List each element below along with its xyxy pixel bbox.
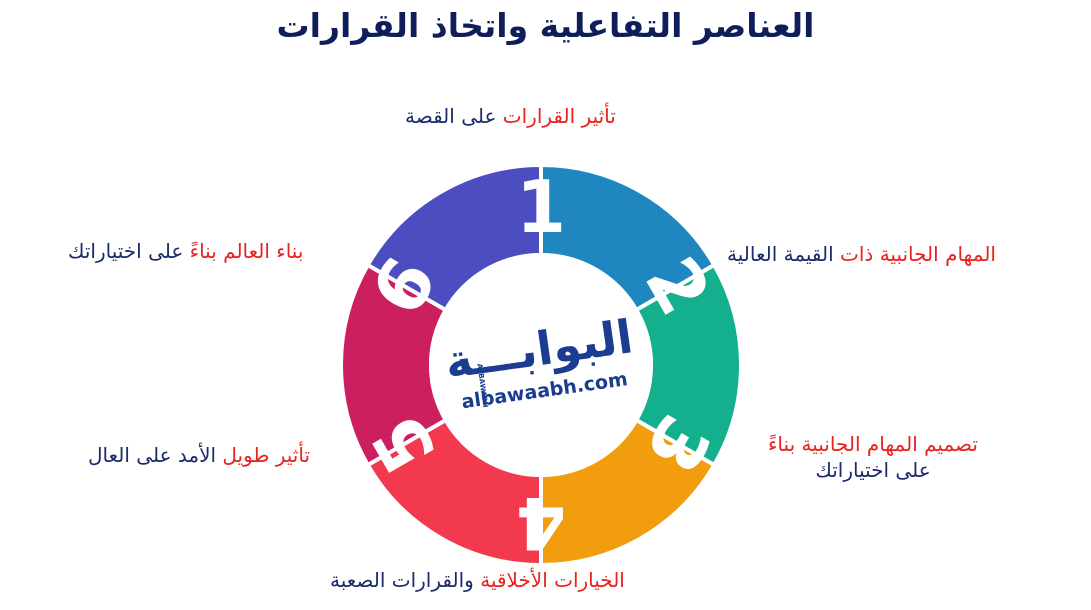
center-circle (429, 253, 653, 477)
item-1-label: تأثير القرارات على القصة (405, 104, 616, 128)
item-5-label: تأثير طويل الأمد على العال (88, 443, 311, 467)
item-3-label: تصميم المهام الجانبية بناءً على اختيارات… (768, 432, 978, 482)
segment-number-4: 4 (516, 481, 566, 565)
item-6-label: بناء العالم بناءً على اختياراتك (68, 239, 304, 263)
item-2-label: المهام الجانبية ذات القيمة العالية (727, 242, 996, 266)
page-title: العناصر التفاعلية واتخاذ القرارات (276, 6, 815, 45)
item-4-label: الخيارات الأخلاقية والقرارات الصعبة (330, 568, 625, 592)
segment-number-1: 1 (516, 165, 566, 249)
